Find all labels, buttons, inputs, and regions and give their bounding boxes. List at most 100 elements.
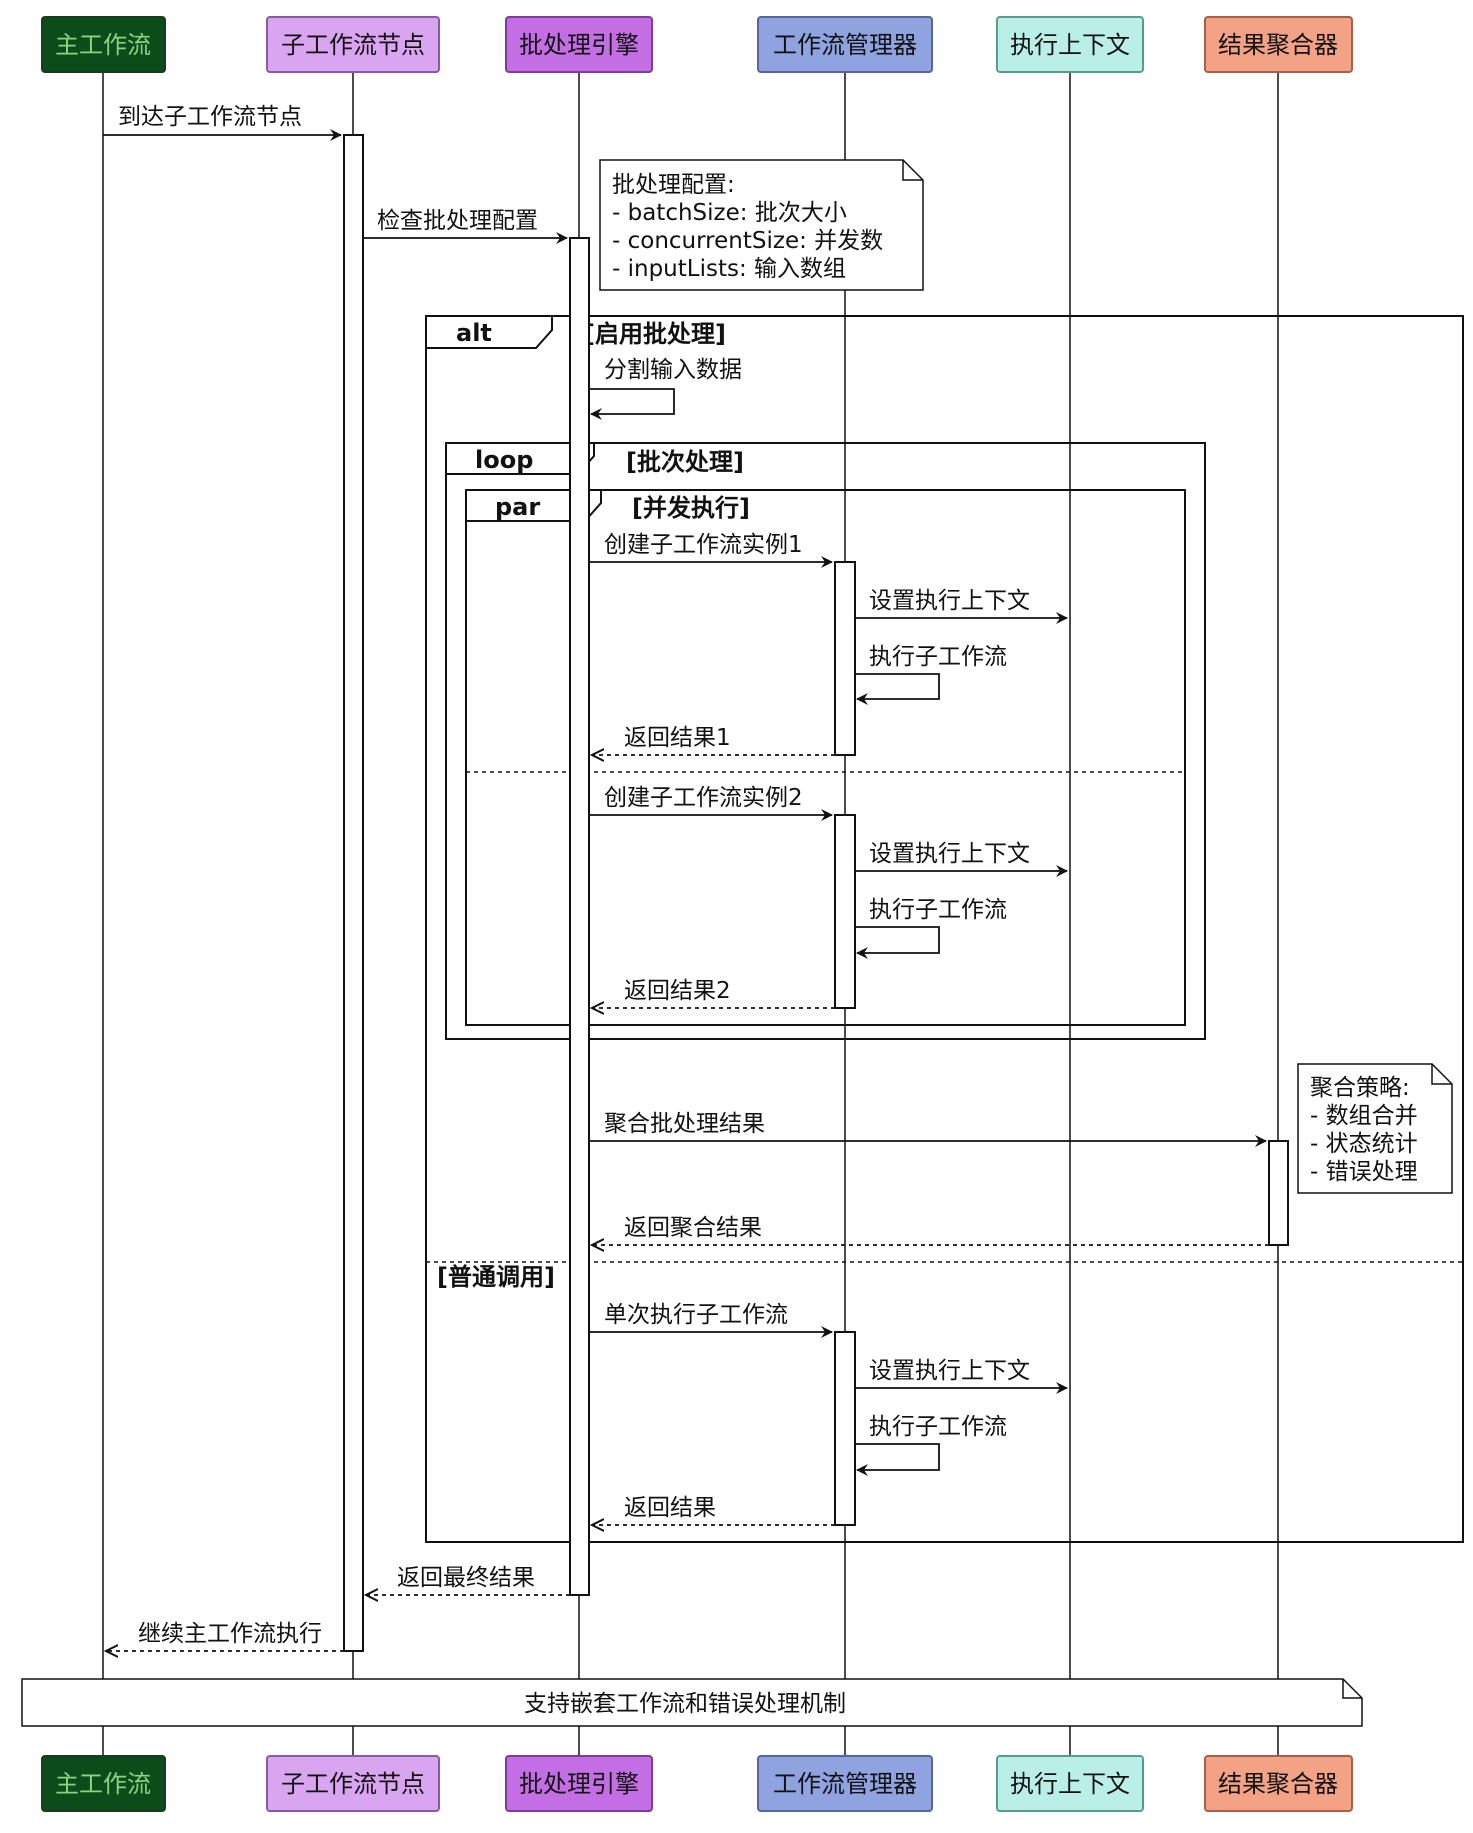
message-label: 单次执行子工作流 xyxy=(604,1302,788,1328)
participant-label: 执行上下文 xyxy=(1010,31,1130,59)
fragment-loop-keyword: loop xyxy=(475,446,533,474)
activation-mgr-2 xyxy=(834,814,856,1009)
participant-node[interactable]: 子工作流节点 xyxy=(266,16,440,73)
participant-label: 结果聚合器 xyxy=(1218,1770,1338,1798)
participant-label: 结果聚合器 xyxy=(1218,31,1338,59)
participant-box xyxy=(41,16,166,73)
note-batch-config: 批处理配置: - batchSize: 批次大小 - concurrentSiz… xyxy=(599,159,924,291)
participant-ctx[interactable]: 执行上下文 xyxy=(996,16,1144,73)
fragment-alt-guard: [启用批处理] xyxy=(584,320,726,348)
message-label: 继续主工作流执行 xyxy=(138,1621,322,1647)
fragment-alt-tab xyxy=(425,315,553,349)
fragment-alt-frame xyxy=(425,315,1464,1543)
activation-mgr-1 xyxy=(834,561,856,756)
note-aggregation: 聚合策略: - 数组合并 - 状态统计 - 错误处理 xyxy=(1297,1063,1453,1194)
participant-label: 批处理引擎 xyxy=(519,31,639,59)
participant-box xyxy=(1204,1755,1353,1812)
message-label: 到达子工作流节点 xyxy=(118,104,302,130)
participant-label: 工作流管理器 xyxy=(773,1770,917,1798)
participant-ctx-footer[interactable]: 执行上下文 xyxy=(996,1755,1144,1812)
participant-box xyxy=(266,16,440,73)
message-label: 返回最终结果 xyxy=(397,1565,535,1591)
participant-batch[interactable]: 批处理引擎 xyxy=(505,16,653,73)
message-label: 返回结果 xyxy=(624,1495,716,1521)
participant-box xyxy=(1204,16,1353,73)
message-label: 设置执行上下文 xyxy=(869,588,1030,614)
note-batch-config-line: 批处理配置: xyxy=(612,172,735,198)
note-aggregation-line: 聚合策略: xyxy=(1310,1075,1410,1101)
activation-batch xyxy=(569,237,590,1596)
message-label: 执行子工作流 xyxy=(869,1414,1007,1440)
fragment-par-frame xyxy=(465,489,1186,1026)
participant-label: 执行上下文 xyxy=(1010,1770,1130,1798)
participant-agg[interactable]: 结果聚合器 xyxy=(1204,16,1353,73)
note-footer-box xyxy=(21,1678,1363,1727)
message-label: 执行子工作流 xyxy=(869,644,1007,670)
participant-label: 批处理引擎 xyxy=(519,1770,639,1798)
activation-agg xyxy=(1268,1140,1289,1246)
note-aggregation-line: - 数组合并 xyxy=(1310,1103,1418,1129)
participant-box xyxy=(505,1755,653,1812)
participant-label: 工作流管理器 xyxy=(773,31,917,59)
fragment-alt: alt [启用批处理] [普通调用] xyxy=(425,315,1464,1543)
participant-mgr[interactable]: 工作流管理器 xyxy=(757,16,933,73)
participant-box xyxy=(757,1755,933,1812)
activation-node xyxy=(343,134,364,1652)
participants-top: 主工作流 子工作流节点 批处理引擎 工作流管理器 执行上下文 结果聚合器 xyxy=(41,16,1353,73)
self-message-arrow xyxy=(855,926,940,959)
note-fold xyxy=(1431,1064,1452,1085)
messages: 到达子工作流节点 检查批处理配置 分割输入数据 创建子工作流实例1 设置执行上下… xyxy=(103,104,1269,1651)
participant-box xyxy=(266,1755,440,1812)
note-footer: 支持嵌套工作流和错误处理机制 xyxy=(21,1678,1363,1727)
fragment-loop-guard: [批次处理] xyxy=(626,448,744,476)
participant-node-footer[interactable]: 子工作流节点 xyxy=(266,1755,440,1812)
participant-label: 主工作流 xyxy=(55,31,151,59)
message-label: 设置执行上下文 xyxy=(869,1358,1030,1384)
message-label: 检查批处理配置 xyxy=(377,208,538,234)
self-message-arrow xyxy=(589,388,675,420)
note-footer-text: 支持嵌套工作流和错误处理机制 xyxy=(524,1691,846,1717)
participant-box xyxy=(505,16,653,73)
participant-label: 子工作流节点 xyxy=(281,31,425,59)
participant-mgr-footer[interactable]: 工作流管理器 xyxy=(757,1755,933,1812)
fragment-alt-keyword: alt xyxy=(456,319,492,347)
message-label: 返回结果1 xyxy=(624,725,731,751)
note-batch-config-line: - inputLists: 输入数组 xyxy=(612,256,846,282)
participant-main-footer[interactable]: 主工作流 xyxy=(41,1755,166,1812)
note-fold xyxy=(902,160,923,181)
participant-label: 子工作流节点 xyxy=(281,1770,425,1798)
note-batch-config-box xyxy=(599,159,924,291)
message-label: 聚合批处理结果 xyxy=(604,1111,765,1137)
self-message-arrow xyxy=(855,673,940,705)
note-aggregation-line: - 错误处理 xyxy=(1310,1159,1418,1185)
message-label: 分割输入数据 xyxy=(604,357,742,383)
fragment-loop: loop [批次处理] xyxy=(445,442,1206,1040)
message-label: 设置执行上下文 xyxy=(869,841,1030,867)
participant-label: 主工作流 xyxy=(55,1770,151,1798)
fragment-par: par [并发执行] xyxy=(465,489,1186,1026)
participant-main[interactable]: 主工作流 xyxy=(41,16,166,73)
fragment-alt-else-guard: [普通调用] xyxy=(437,1263,555,1291)
note-batch-config-line: - concurrentSize: 并发数 xyxy=(612,228,883,254)
note-aggregation-line: - 状态统计 xyxy=(1310,1131,1418,1157)
activation-mgr-3 xyxy=(834,1331,856,1526)
participant-box xyxy=(996,1755,1144,1812)
participant-agg-footer[interactable]: 结果聚合器 xyxy=(1204,1755,1353,1812)
message-label: 执行子工作流 xyxy=(869,897,1007,923)
participant-box xyxy=(996,16,1144,73)
note-aggregation-box xyxy=(1297,1063,1453,1194)
activations xyxy=(343,134,1289,1652)
message-label: 返回聚合结果 xyxy=(624,1215,762,1241)
participant-batch-footer[interactable]: 批处理引擎 xyxy=(505,1755,653,1812)
fragment-par-keyword: par xyxy=(495,493,540,521)
participant-box xyxy=(757,16,933,73)
note-batch-config-line: - batchSize: 批次大小 xyxy=(612,200,847,226)
participants-bottom: 主工作流 子工作流节点 批处理引擎 工作流管理器 执行上下文 结果聚合器 xyxy=(41,1755,1353,1812)
participant-box xyxy=(41,1755,166,1812)
message-label: 创建子工作流实例2 xyxy=(604,785,803,811)
message-label: 创建子工作流实例1 xyxy=(604,532,803,558)
fragment-par-guard: [并发执行] xyxy=(632,494,750,522)
self-message-arrow xyxy=(855,1443,940,1476)
message-label: 返回结果2 xyxy=(624,978,731,1004)
